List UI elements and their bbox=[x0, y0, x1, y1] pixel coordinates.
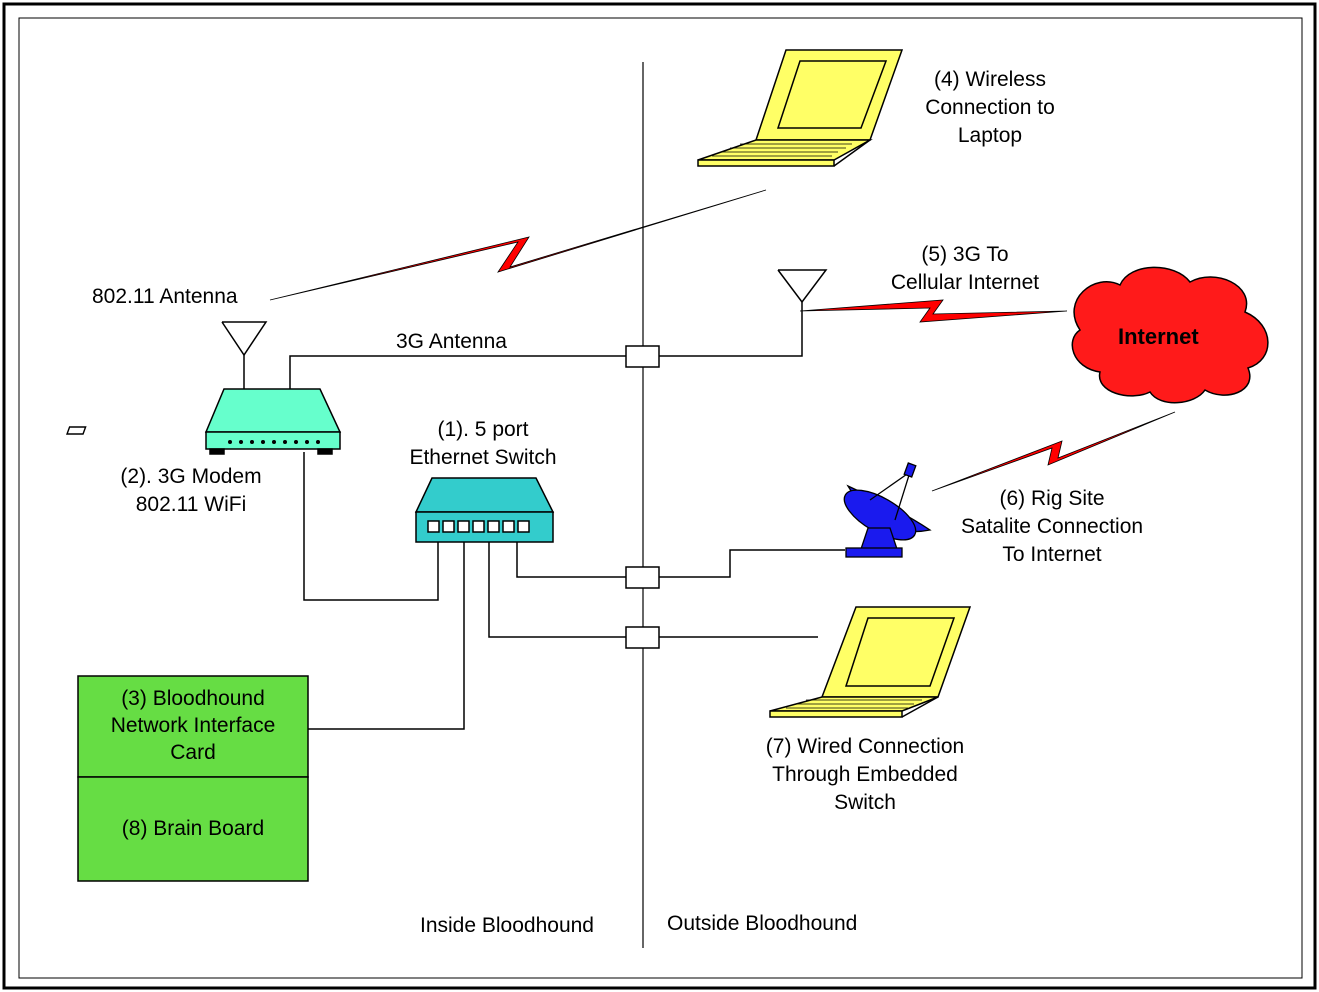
nic-label-line1: (3) Bloodhound bbox=[121, 687, 265, 710]
cellular-label-line1: (5) 3G To bbox=[921, 243, 1009, 266]
nic-label: (3) Bloodhound Network Interface Card bbox=[78, 685, 308, 766]
satellite-label-line3: To Internet bbox=[1002, 543, 1102, 566]
switch-label-line2: Ethernet Switch bbox=[409, 446, 557, 469]
modem-label-line1: (2). 3G Modem bbox=[120, 465, 262, 488]
wired-laptop-label: (7) Wired Connection Through Embedded Sw… bbox=[740, 733, 990, 817]
wireless-laptop-icon bbox=[697, 49, 904, 167]
wired-connections bbox=[289, 312, 845, 730]
wireless-laptop-label: (4) Wireless Connection to Laptop bbox=[890, 66, 1090, 150]
internet-cloud-icon bbox=[1071, 266, 1269, 404]
inside-region-label: Inside Bloodhound bbox=[420, 914, 594, 937]
modem-label-line2: 802.11 WiFi bbox=[135, 493, 247, 516]
board-stack bbox=[77, 675, 309, 882]
wireless-links bbox=[269, 189, 1176, 492]
switch-label: (1). 5 port Ethernet Switch bbox=[383, 416, 583, 472]
wireless-label-line1: (4) Wireless bbox=[933, 68, 1046, 91]
satellite-label: (6) Rig Site Satalite Connection To Inte… bbox=[932, 485, 1172, 569]
modem-label: (2). 3G Modem 802.11 WiFi bbox=[96, 463, 286, 519]
ethernet-switch-icon bbox=[414, 477, 555, 543]
satellite-label-line2: Satalite Connection bbox=[960, 515, 1144, 538]
modem-icon bbox=[66, 388, 342, 455]
wireless-label-line2: Connection to bbox=[925, 96, 1055, 119]
wifi-link-bolt bbox=[269, 189, 767, 301]
wired-label-line3: Switch bbox=[834, 791, 896, 814]
brain-board-box bbox=[77, 776, 309, 882]
wireless-label-line3: Laptop bbox=[957, 124, 1023, 147]
satellite-link-bolt bbox=[931, 411, 1176, 492]
nic-label-line2: Network Interface bbox=[110, 714, 276, 737]
cellular-label-line2: Cellular Internet bbox=[890, 271, 1040, 294]
inner-frame bbox=[18, 17, 1303, 979]
cellular-antenna-label: 3G Antenna bbox=[396, 330, 507, 353]
switch-label-line1: (1). 5 port bbox=[437, 418, 529, 441]
cellular-label: (5) 3G To Cellular Internet bbox=[860, 241, 1070, 297]
brain-board-label: (8) Brain Board bbox=[78, 815, 308, 843]
boundary-connectors bbox=[625, 345, 660, 649]
wired-label-line1: (7) Wired Connection bbox=[765, 735, 965, 758]
satellite-label-line1: (6) Rig Site bbox=[999, 487, 1105, 510]
brain-board-text: (8) Brain Board bbox=[121, 817, 265, 840]
wired-laptop-icon bbox=[769, 606, 972, 718]
internet-label: Internet bbox=[1118, 324, 1199, 349]
wifi-antenna-label: 802.11 Antenna bbox=[92, 285, 238, 308]
cellular-link-bolt bbox=[799, 299, 1068, 323]
wifi-antenna-icon bbox=[221, 321, 268, 389]
outside-region-label: Outside Bloodhound bbox=[667, 912, 858, 935]
cellular-antenna-icon bbox=[777, 269, 828, 312]
nic-label-line3: Card bbox=[170, 741, 216, 764]
satellite-dish-icon bbox=[843, 462, 932, 558]
wired-label-line2: Through Embedded bbox=[772, 763, 958, 786]
nic-card-box bbox=[77, 675, 309, 778]
